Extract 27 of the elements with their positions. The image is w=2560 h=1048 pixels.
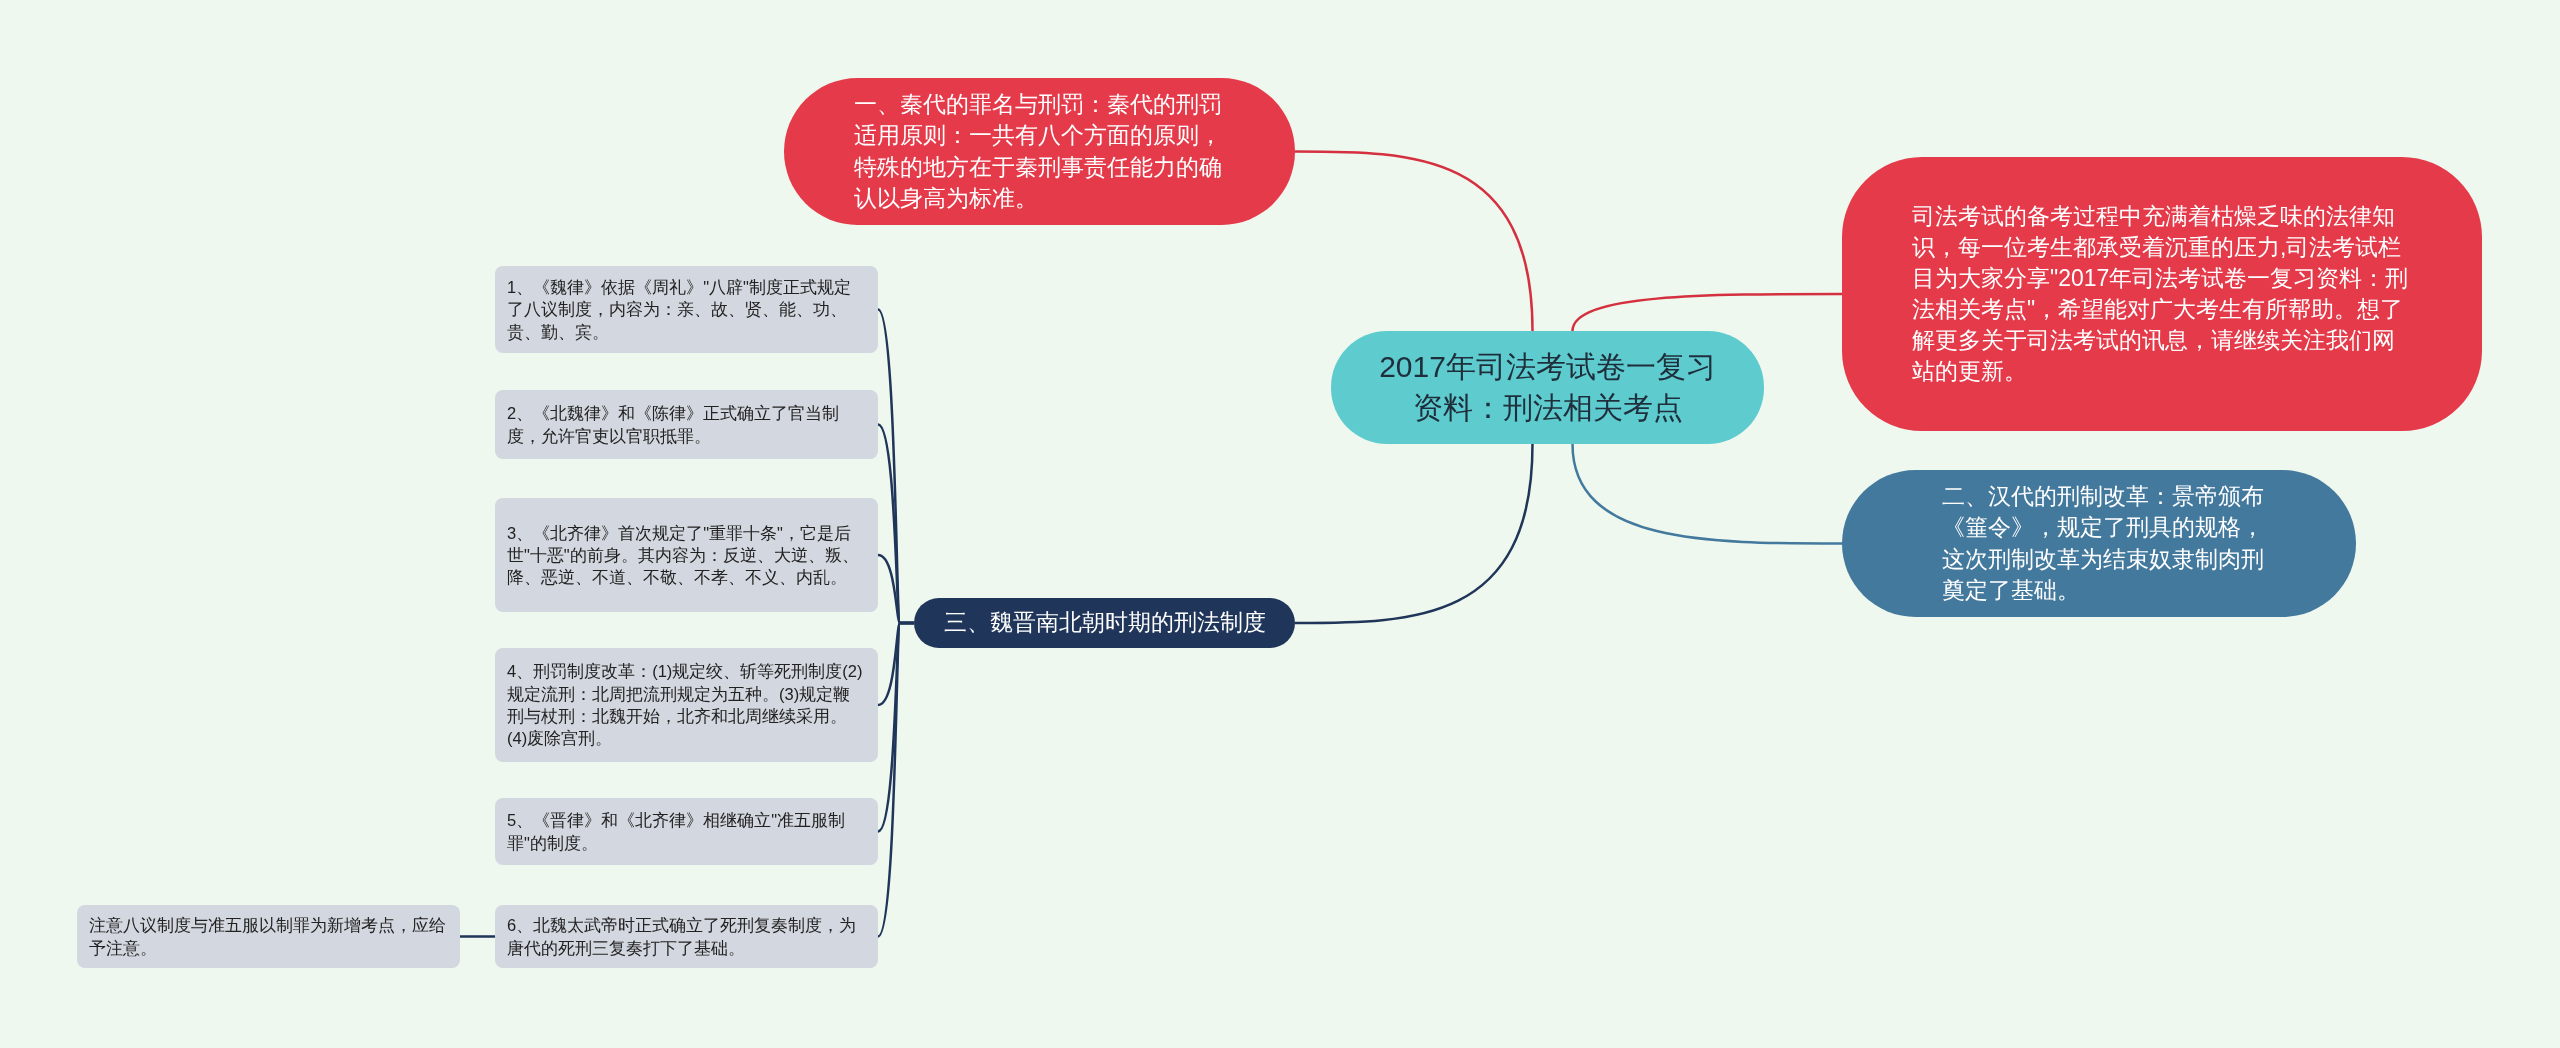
note-text: 6、北魏太武帝时正式确立了死刑复奏制度，为唐代的死刑三复奏打下了基础。 [507, 915, 858, 959]
connector [460, 935, 495, 938]
note-text: 2、《北魏律》和《陈律》正式确立了官当制度，允许官吏以官职抵罪。 [507, 403, 841, 447]
note-text: 3、《北齐律》首次规定了"重罪十条"，它是后世"十恶"的前身。其内容为：反逆、大逆、叛、降、恶逆、不道、不敬、不孝、不义、内乱。 [507, 522, 860, 589]
note-card [495, 798, 878, 865]
topic-bubble [1842, 157, 2482, 431]
connector [1571, 443, 1842, 545]
note-text: 注意八议制度与准五服以制罪为新增考点，应给予注意。 [89, 915, 447, 959]
topic-text: 司法考试的备考过程中充满着枯燥乏味的法律知识，每一位考生都承受着沉重的压力,司法考试栏目为大家分享"2017年司法考试卷一复习资料：刑法相关考点"，希望能对广大考生有所帮助。想了解更多关于司法考试的讯息，请继续关注我们网站的更新。 [1912, 201, 2410, 387]
note-text: 1、《魏律》依据《周礼》"八辟"制度正式规定了八议制度，内容为：亲、故、贤、能、功、贵、勤、宾。 [507, 277, 852, 343]
connector [1571, 292, 1842, 332]
topic-text: 2017年司法考试卷一复习资料：刑法相关考点 [1378, 349, 1717, 426]
note-text: 5、《晋律》和《北齐律》相继确立"准五服制罪"的制度。 [507, 810, 847, 854]
topic-text: 二、汉代的刑制改革：景帝颁布《箠令》，规定了刑具的规格，这次刑制改革为结束奴隶制肉刑奠定了基础。 [1942, 482, 2265, 605]
connector [1295, 150, 1534, 332]
note-text: 4、刑罚制度改革：(1)规定绞、斩等死刑制度(2)规定流刑：北周把流刑规定为五种。(3)规定鞭刑与杖刑：北魏开始，北齐和北周继续采用。(4)废除宫刑。 [507, 661, 864, 750]
connector [876, 621, 914, 938]
topic-text: 一、秦代的罪名与刑罚：秦代的刑罚适用原则：一共有八个方面的原则，特殊的地方在于秦刑事责任能力的确认以身高为标准。 [854, 90, 1223, 213]
note-card [495, 390, 878, 459]
topic-text: 三、魏晋南北朝时期的刑法制度 [943, 608, 1266, 638]
note-card [495, 266, 878, 353]
note-card [77, 905, 460, 968]
note-card [495, 648, 878, 762]
connector [1295, 443, 1534, 625]
topic-bubble [914, 598, 1295, 648]
note-card [495, 498, 878, 612]
note-card [495, 905, 878, 968]
